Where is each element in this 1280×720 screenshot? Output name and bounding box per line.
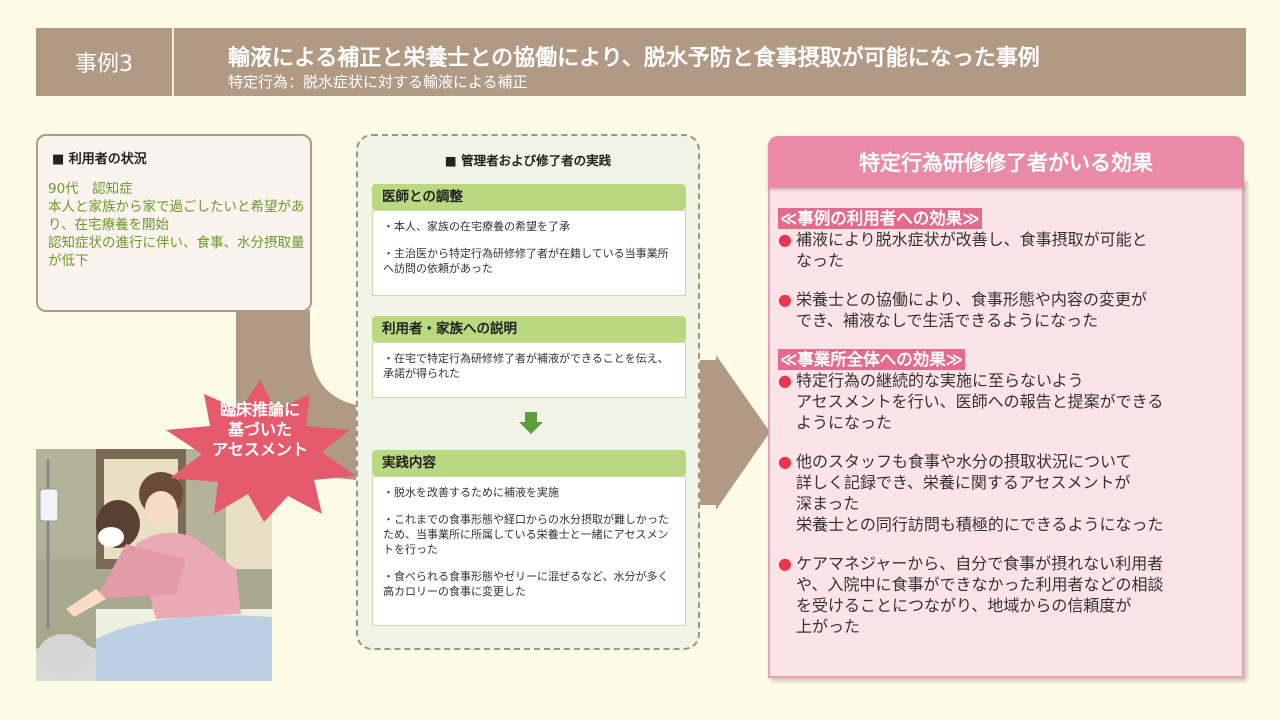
section-doctor-coordination-title: 医師との調整 <box>372 184 686 210</box>
burst-line: 基づいた <box>227 420 292 439</box>
practice-heading: ■ 管理者および修了者の実践 <box>444 153 612 168</box>
page-title: 輸液による補正と栄養士との協働により、脱水予防と食事摂取が可能になった事例 <box>228 46 1040 71</box>
case-label: 事例3 <box>75 52 133 77</box>
burst-line: アセスメント <box>212 440 308 459</box>
practice-item: ・在宅で特定行為研修修了者が補液ができることを伝え、承諾が得られた <box>383 352 669 380</box>
effect-bullet: ●ケアマネジャーから、自分で食事が摂れない利用者や、入院中に食事ができなかった利… <box>778 553 1238 637</box>
effect-line: なった <box>796 251 845 270</box>
user-effect-title: ≪事例の利用者への効果≫ <box>778 208 982 229</box>
bullet-dot-icon: ● <box>778 554 792 573</box>
practice-item: ・主治医から特定行為研修修了者が在籍している当事業所へ訪問の依頼があった <box>383 247 669 275</box>
effect-bullet: ●栄養士との協働により、食事形態や内容の変更ができ、補液なしで生活できるようにな… <box>778 289 1238 331</box>
section-family-explanation-body: ・在宅で特定行為研修修了者が補液ができることを伝え、承諾が得られた <box>372 342 686 398</box>
effect-line: 深まった <box>796 494 860 513</box>
effect-line: 上がった <box>796 617 861 636</box>
bullet-dot-icon: ● <box>778 371 792 390</box>
effect-line: アセスメントを行い、医師への報告と提案ができる <box>796 392 1164 411</box>
user-status-box: ■ 利用者の状況 90代 認知症 本人と家族から家で過ごしたいと希望があり、在宅… <box>36 134 312 312</box>
practice-item: ・これまでの食事形態や経口からの水分摂取が難しかったため、当事業所に所属している… <box>383 513 669 556</box>
effect-line: ようになった <box>796 413 893 432</box>
office-effect-title: ≪事業所全体への効果≫ <box>778 349 966 370</box>
effect-line: 補液により脱水症状が改善し、食事摂取が可能と <box>796 230 1148 249</box>
page-subtitle: 特定行為：脱水症状に対する輸液による補正 <box>228 73 528 91</box>
down-arrow-icon <box>519 412 543 434</box>
practice-box: ■ 管理者および修了者の実践 医師との調整 ・本人、家族の在宅療養の希望を了承 … <box>356 134 700 650</box>
effect-bullet: ●特定行為の継続的な実施に至らないようアセスメントを行い、医師への報告と提案がで… <box>778 370 1238 433</box>
effect-line: 栄養士との協働により、食事形態や内容の変更が <box>796 290 1147 309</box>
bullet-dot-icon: ● <box>778 452 792 471</box>
burst-label: 臨床推論に 基づいた アセスメント <box>190 400 330 460</box>
effect-body: ≪事例の利用者への効果≫ ●補液により脱水症状が改善し、食事摂取が可能となった●… <box>778 208 1238 655</box>
header-bar: 事例3 輸液による補正と栄養士との協働により、脱水予防と食事摂取が可能になった事… <box>36 28 1246 96</box>
user-status-body: 90代 認知症 本人と家族から家で過ごしたいと希望があり、在宅療養を開始 認知症… <box>48 180 308 270</box>
section-family-explanation-title: 利用者・家族への説明 <box>372 316 686 342</box>
header-divider <box>172 28 174 96</box>
effect-line: ケアマネジャーから、自分で食事が摂れない利用者 <box>796 554 1164 573</box>
effect-line: を受けることにつながり、地域からの信頼度が <box>796 596 1132 615</box>
effect-bullet: ●補液により脱水症状が改善し、食事摂取が可能となった <box>778 229 1238 271</box>
effect-line: 栄養士との同行訪問も積極的にできるようになった <box>796 515 1164 534</box>
office-effects-list: ●特定行為の継続的な実施に至らないようアセスメントを行い、医師への報告と提案がで… <box>778 370 1238 637</box>
effect-heading: 特定行為研修修了者がいる効果 <box>768 136 1244 188</box>
user-status-line: 認知症状の進行に伴い、食事、水分摂取量が低下 <box>48 235 305 269</box>
effect-line: でき、補液なしで生活できるようになった <box>796 311 1099 330</box>
effect-line: や、入院中に食事ができなかった利用者などの相談 <box>796 575 1164 594</box>
user-effects-list: ●補液により脱水症状が改善し、食事摂取が可能となった●栄養士との協働により、食事… <box>778 229 1238 331</box>
effect-line: 特定行為の継続的な実施に至らないよう <box>796 371 1084 390</box>
effect-line: 詳しく記録でき、栄養に関するアセスメントが <box>796 473 1131 492</box>
bullet-dot-icon: ● <box>778 290 792 309</box>
starburst-shape <box>166 380 356 522</box>
user-status-heading: ■ 利用者の状況 <box>52 152 147 167</box>
effect-box <box>768 178 1244 678</box>
section-practice-content-body: ・脱水を改善するために補液を実施 ・これまでの食事形態や経口からの水分摂取が難し… <box>372 476 686 626</box>
practice-item: ・脱水を改善するために補液を実施 <box>383 486 559 499</box>
burst-line: 臨床推論に <box>219 400 300 419</box>
section-doctor-coordination-body: ・本人、家族の在宅療養の希望を了承 ・主治医から特定行為研修修了者が在籍している… <box>372 210 686 296</box>
user-status-line: 90代 認知症 <box>48 181 133 197</box>
practice-item: ・食べられる食事形態やゼリーに混ぜるなど、水分が多く高カロリーの食事に変更した <box>383 570 669 598</box>
section-practice-content-title: 実践内容 <box>372 450 686 476</box>
nurse-illustration <box>36 449 272 681</box>
user-status-line: 本人と家族から家で過ごしたいと希望があり、在宅療養を開始 <box>48 199 305 233</box>
bullet-dot-icon: ● <box>778 230 792 249</box>
effect-bullet: ●他のスタッフも食事や水分の摂取状況について詳しく記録でき、栄養に関するアセスメ… <box>778 451 1238 535</box>
effect-line: 他のスタッフも食事や水分の摂取状況について <box>796 452 1132 471</box>
practice-item: ・本人、家族の在宅療養の希望を了承 <box>383 220 570 233</box>
